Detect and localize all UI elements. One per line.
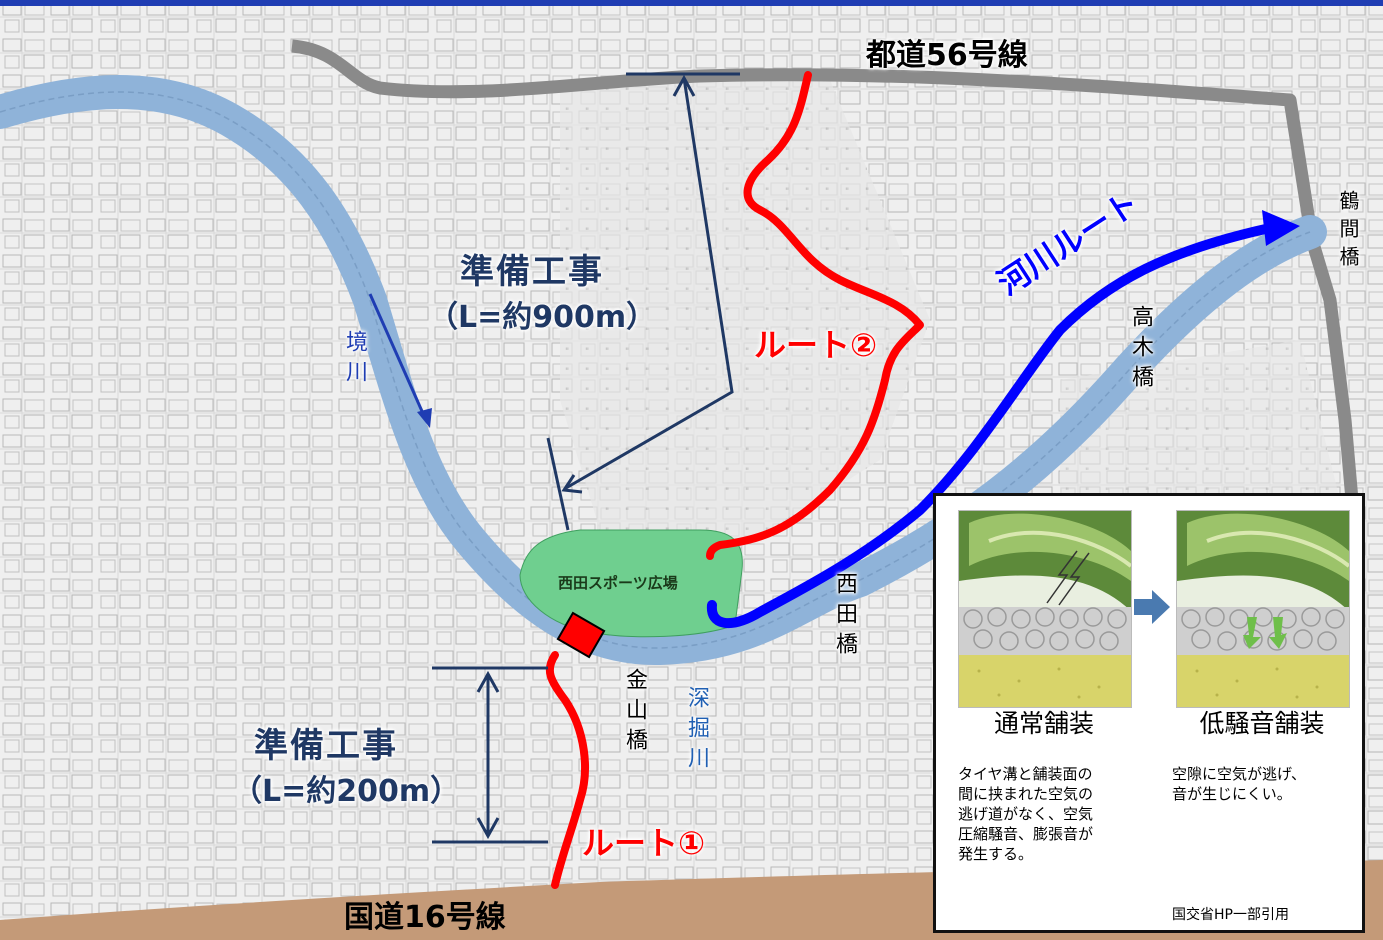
sports-ground-label: 西田スポーツ広場	[558, 574, 678, 592]
route-2-line	[706, 71, 924, 560]
prep-south-arrowhead-bottom	[476, 817, 500, 840]
metro-road-56-label: 都道56号線	[866, 38, 1028, 73]
route-2-label: ルート②	[754, 326, 878, 364]
normal-pavement-description: タイヤ溝と舗装面の 間に挟まれた空気の 逃げ道がなく、空気 圧縮騒音、膨張音が …	[958, 765, 1094, 863]
river-route-arrowhead	[1262, 210, 1300, 246]
route-1-line	[545, 651, 589, 889]
source-citation: 国交省HP一部引用	[1172, 907, 1289, 923]
prep-south-arrowhead-top	[476, 670, 500, 693]
prep-work-south-label: 準備工事	[254, 726, 398, 766]
low-noise-pavement-title: 低騒音舗装	[1199, 709, 1325, 738]
fukahori-river-label: 深掘川	[684, 686, 709, 776]
kanayama-bridge-label: 金山橋	[622, 668, 647, 758]
prep-north-arrowhead-bottom	[561, 474, 583, 494]
header-bar	[0, 0, 1383, 6]
river-flow-line	[368, 293, 427, 419]
river-route-line	[706, 223, 1275, 629]
tsuruma-bridge-label: 鶴間橋	[1336, 190, 1360, 274]
pavement-inset: 通常舗装 低騒音舗装 タイヤ溝と舗装面の 間に挟まれた空気の 逃げ道がなく、空気…	[933, 493, 1365, 933]
prep-north-arrowhead-top	[672, 74, 696, 97]
sakai-river-label: 境川	[342, 330, 367, 390]
nishida-bridge-label: 西田橋	[832, 572, 857, 662]
national-road-16-label: 国道16号線	[344, 900, 506, 935]
metro-road-56	[291, 39, 1359, 501]
low-noise-pavement-description: 空隙に空気が逃げ、 音が生じにくい。	[1172, 765, 1306, 803]
river-flow-arrowhead	[417, 408, 432, 428]
entrance-marker	[556, 611, 606, 659]
prep-work-north-length: （L=約900m）	[428, 300, 657, 335]
low-noise-pavement-illustration	[1176, 510, 1350, 708]
normal-pavement-illustration	[958, 510, 1132, 708]
normal-pavement-title: 通常舗装	[993, 709, 1094, 738]
prep-work-south-length: （L=約200m）	[232, 774, 461, 809]
prep-north-start-tick	[546, 437, 570, 531]
prep-work-north-label: 準備工事	[460, 252, 604, 292]
open-area	[560, 80, 930, 560]
comparison-arrow	[1134, 590, 1170, 628]
route-1-label: ルート①	[582, 824, 706, 862]
takagi-bridge-label: 高木橋	[1128, 305, 1153, 395]
prep-north-dimension	[565, 77, 734, 490]
